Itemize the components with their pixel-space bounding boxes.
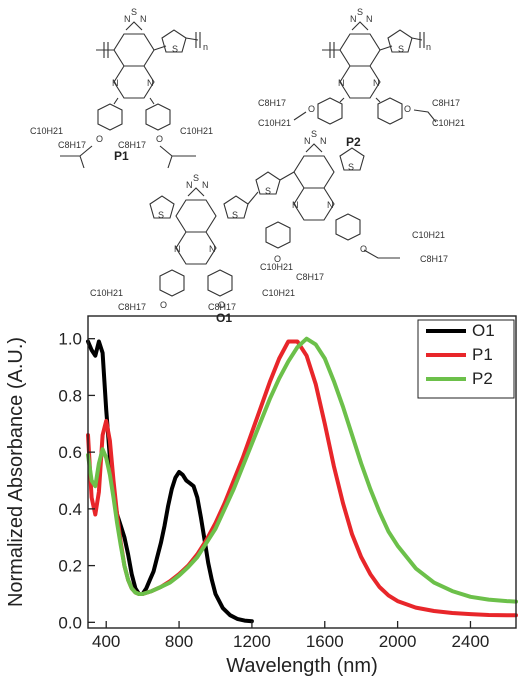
y-tick-label: 1.0 bbox=[58, 330, 82, 349]
svg-text:S: S bbox=[311, 129, 317, 139]
o1-substituent-d-branch: C8H17 bbox=[420, 254, 448, 264]
svg-text:O: O bbox=[404, 104, 411, 114]
x-tick-label: 2000 bbox=[379, 632, 417, 651]
o1-substituent-d-main: C10H21 bbox=[412, 230, 445, 240]
svg-text:N: N bbox=[373, 78, 380, 88]
o1-substituent-a-branch: C8H17 bbox=[118, 302, 146, 312]
x-tick-label: 400 bbox=[92, 632, 120, 651]
label-p2: P2 bbox=[346, 135, 361, 149]
legend-label-p2: P2 bbox=[472, 369, 493, 388]
svg-text:N: N bbox=[327, 200, 334, 210]
series-layer bbox=[86, 336, 518, 624]
svg-text:S: S bbox=[131, 7, 137, 17]
y-tick-label: 0.2 bbox=[58, 557, 82, 576]
svg-text:S: S bbox=[265, 186, 271, 196]
y-axis: 0.0 0.2 0.4 0.6 0.8 1.0 bbox=[58, 330, 95, 632]
x-tick-label: 800 bbox=[165, 632, 193, 651]
o1-substituent-c-main: C10H21 bbox=[260, 262, 293, 272]
svg-text:N: N bbox=[209, 244, 216, 254]
p1-repeat-index: n bbox=[203, 42, 208, 52]
x-tick-label: 2400 bbox=[452, 632, 490, 651]
svg-text:O: O bbox=[160, 300, 167, 310]
p1-substituent-left-main: C10H21 bbox=[30, 126, 63, 136]
svg-text:O: O bbox=[360, 244, 367, 254]
y-tick-label: 0.0 bbox=[58, 613, 82, 632]
p1-substituent-right-main: C10H21 bbox=[180, 126, 213, 136]
p2-substituent-left-top: C8H17 bbox=[258, 98, 286, 108]
svg-text:N: N bbox=[112, 78, 119, 88]
svg-text:N: N bbox=[320, 136, 327, 146]
p2-substituent-right-bottom: C10H21 bbox=[432, 118, 465, 128]
svg-text:N: N bbox=[147, 78, 154, 88]
o1-substituent-b-branch: C8H17 bbox=[208, 302, 236, 312]
p2-substituent-left-bottom: C10H21 bbox=[258, 118, 291, 128]
x-tick-label: 1200 bbox=[233, 632, 271, 651]
legend-label-p1: P1 bbox=[472, 345, 493, 364]
svg-text:N: N bbox=[186, 180, 193, 190]
svg-text:N: N bbox=[338, 78, 345, 88]
svg-text:S: S bbox=[398, 44, 404, 54]
label-p1: P1 bbox=[114, 149, 129, 163]
svg-text:O: O bbox=[274, 254, 281, 264]
absorbance-plot: 400 800 1200 1600 2000 2400 0.0 0.2 0.4 0.6 0.8 1.… bbox=[5, 315, 518, 677]
svg-text:S: S bbox=[357, 7, 363, 17]
x-tick-label: 1600 bbox=[306, 632, 344, 651]
svg-text:N: N bbox=[202, 180, 209, 190]
svg-text:O: O bbox=[218, 300, 225, 310]
x-axis: 400 800 1200 1600 2000 2400 bbox=[92, 621, 489, 651]
o1-substituent-c-branch: C8H17 bbox=[296, 272, 324, 282]
svg-text:S: S bbox=[193, 173, 199, 183]
o1-substituent-a-main: C10H21 bbox=[90, 288, 123, 298]
p2-repeat-index: n bbox=[426, 42, 431, 52]
svg-text:N: N bbox=[350, 14, 357, 24]
svg-text:S: S bbox=[348, 162, 354, 172]
label-o1: O1 bbox=[216, 311, 232, 325]
svg-text:O: O bbox=[308, 104, 315, 114]
p1-substituent-right-branch: C8H17 bbox=[118, 140, 146, 150]
p1-substituent-left-branch: C8H17 bbox=[58, 140, 86, 150]
y-axis-title: Normalized Absorbance (A.U.) bbox=[5, 337, 27, 607]
y-tick-label: 0.6 bbox=[58, 443, 82, 462]
o1-substituent-b-main: C10H21 bbox=[262, 288, 295, 298]
series-line-p2 bbox=[86, 336, 518, 604]
svg-text:N: N bbox=[140, 14, 147, 24]
svg-text:N: N bbox=[366, 14, 373, 24]
svg-text:S: S bbox=[172, 44, 178, 54]
svg-text:O: O bbox=[96, 134, 103, 144]
x-axis-title: Wavelength (nm) bbox=[226, 655, 378, 677]
legend-label-o1: O1 bbox=[472, 321, 495, 340]
svg-text:N: N bbox=[304, 136, 311, 146]
svg-text:N: N bbox=[124, 14, 131, 24]
svg-text:O: O bbox=[156, 134, 163, 144]
p2-substituent-right-top: C8H17 bbox=[432, 98, 460, 108]
y-tick-label: 0.8 bbox=[58, 386, 82, 405]
svg-text:N: N bbox=[174, 244, 181, 254]
svg-text:N: N bbox=[292, 200, 299, 210]
plot-frame bbox=[87, 315, 517, 629]
svg-text:S: S bbox=[158, 210, 164, 220]
svg-text:S: S bbox=[232, 210, 238, 220]
y-tick-label: 0.4 bbox=[58, 500, 82, 519]
